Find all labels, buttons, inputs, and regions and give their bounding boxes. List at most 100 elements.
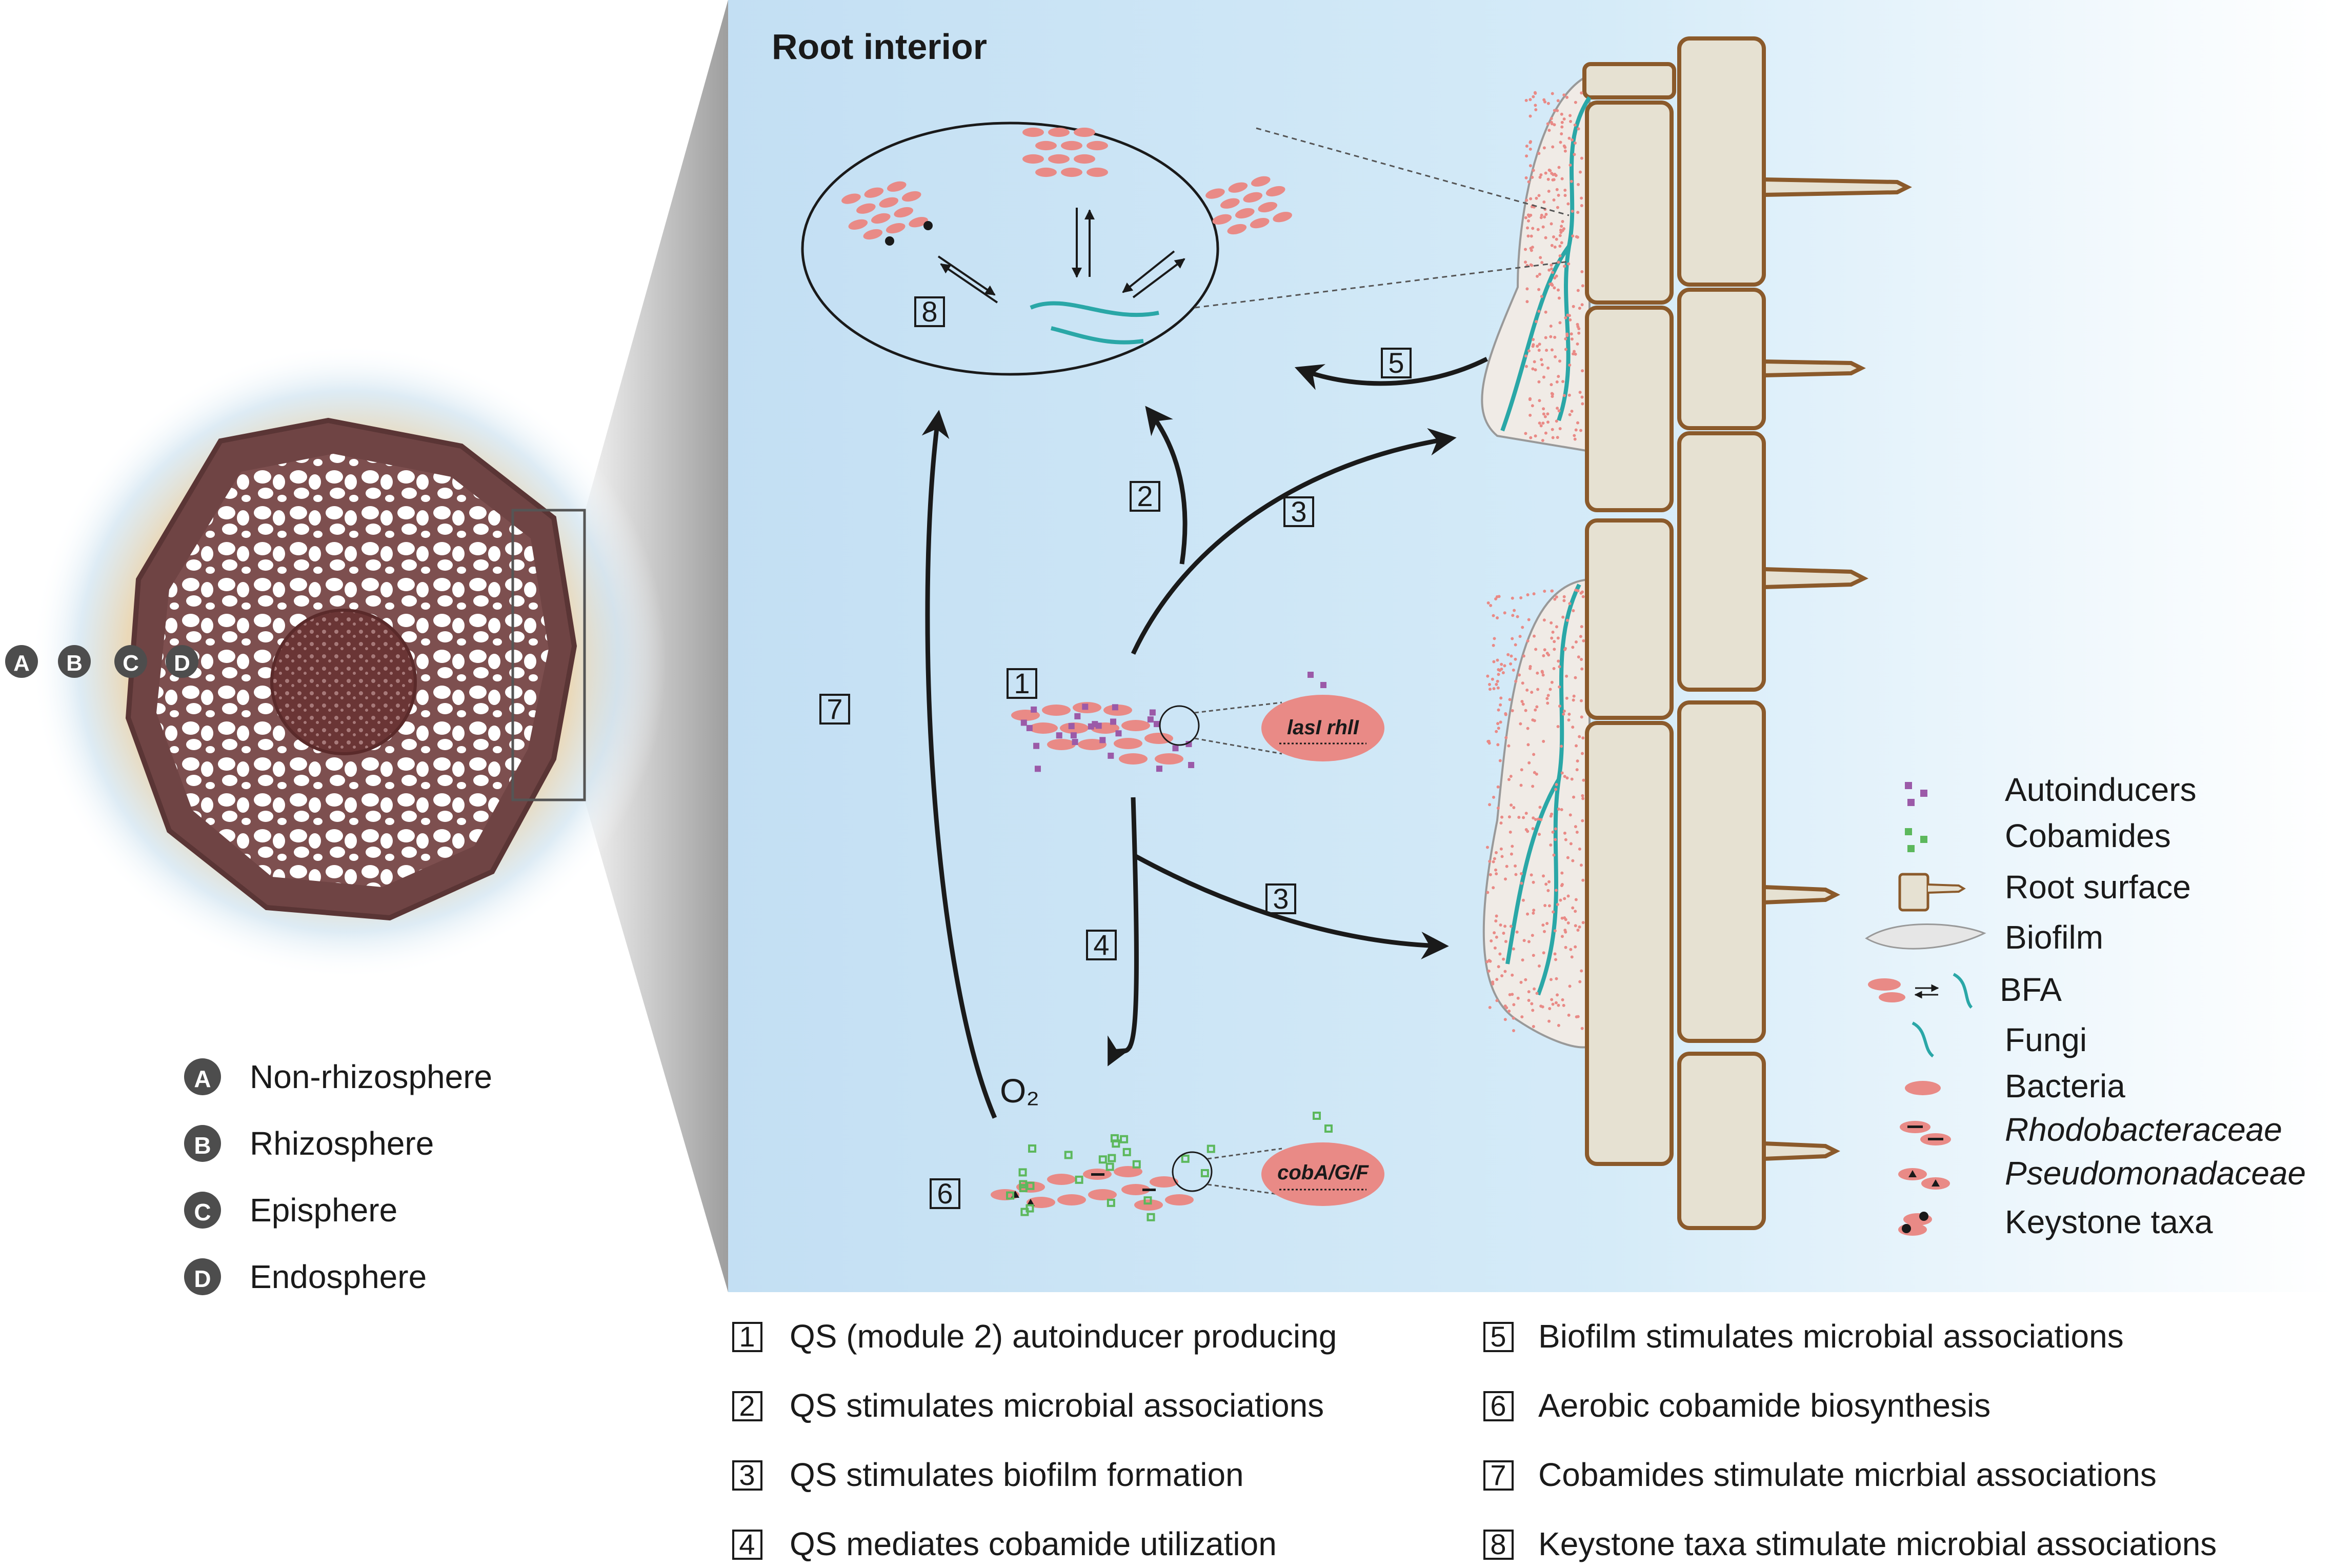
bacteria-dot	[1575, 768, 1579, 772]
bacteria-dot	[1526, 219, 1530, 223]
cobamide-molecule	[1122, 1148, 1131, 1156]
bacterium	[1087, 140, 1108, 151]
bacterium	[887, 181, 907, 192]
bacteria-dot	[1532, 911, 1535, 915]
bacteria-dot	[1558, 321, 1562, 325]
bacteria-dot	[1581, 921, 1585, 924]
bacteria-dot	[1546, 694, 1550, 697]
bacteria-dot	[1578, 307, 1581, 310]
bacteria-dot	[1564, 647, 1567, 650]
autoinducer-molecule	[1172, 745, 1179, 752]
bacteria-dot	[1503, 970, 1507, 973]
zone-marker-d: D	[166, 645, 198, 678]
bacteria-dot	[1535, 992, 1539, 995]
bacteria-dot	[1544, 213, 1548, 216]
bacteria-dot	[1495, 872, 1498, 876]
autoinducer-molecule	[1034, 766, 1041, 772]
bacteria-dot	[1502, 931, 1505, 935]
bacteria-dot	[1511, 709, 1514, 713]
bacteria-dot	[1566, 202, 1570, 206]
bacterium	[1035, 167, 1057, 177]
bacteria-dot	[1580, 667, 1584, 671]
bacteria-dot	[1542, 618, 1546, 622]
bacteria-dot	[1545, 921, 1549, 925]
bacteria-dot	[1542, 412, 1545, 416]
bacteria-dot	[1581, 878, 1585, 882]
bacteria-dot	[1492, 614, 1495, 617]
bacterium	[871, 213, 891, 224]
bacteria-dot	[1553, 929, 1557, 933]
bacteria-dot	[1533, 987, 1536, 991]
bacterium	[1155, 753, 1183, 765]
bacteria-dot	[1542, 146, 1546, 150]
bacteria-dot	[1529, 436, 1533, 439]
bacteria-dot	[1561, 615, 1565, 619]
root-cell	[1582, 62, 1676, 99]
cobamide-molecule	[1181, 1154, 1190, 1163]
bacteria-dot	[1502, 957, 1505, 961]
bacterium	[1114, 738, 1142, 749]
arrow-3-upper	[1131, 428, 1457, 655]
bacteria-dot	[1520, 881, 1523, 885]
bacteria-dot	[1525, 287, 1529, 291]
svg-text:3: 3	[739, 1459, 755, 1491]
bacteria-dot	[1541, 225, 1545, 229]
step-marker-7: 7	[819, 693, 850, 725]
autoinducer-molecule	[1156, 766, 1162, 772]
autoinducer-molecule	[1033, 742, 1040, 749]
bacteria-dot	[1499, 821, 1503, 825]
bacterium	[1251, 176, 1271, 187]
bacteria-dot	[1512, 1003, 1516, 1007]
bacteria-dot	[1581, 402, 1584, 406]
bacteria-dot	[1553, 245, 1557, 249]
bacteria-dot	[1496, 679, 1499, 683]
bacteria-dot	[1524, 432, 1527, 435]
bacteria-dot	[1525, 154, 1528, 158]
autoinducer-molecule	[1099, 737, 1106, 743]
bacterium	[1265, 186, 1285, 197]
autoinducer-molecule	[1056, 732, 1062, 739]
step-marker-6: 6	[930, 1177, 960, 1210]
bacteria-dot	[1581, 369, 1584, 373]
bacteria-dot	[1495, 978, 1499, 981]
keystone-marker	[885, 236, 894, 246]
bacteria-dot	[1558, 685, 1561, 689]
bacteria-dot	[1532, 592, 1536, 596]
bacteria-dot	[1512, 1029, 1515, 1033]
cobamide-molecule	[1110, 1134, 1119, 1142]
bacterium	[1078, 739, 1107, 750]
bacteria-dot	[1568, 318, 1572, 321]
bacteria-dot	[1505, 865, 1509, 868]
bacterium	[1212, 214, 1232, 225]
bacteria-dot	[1556, 407, 1559, 410]
bacteria-dot	[1531, 367, 1535, 371]
bacterium	[1061, 167, 1082, 177]
bacteria-dot	[1557, 659, 1560, 663]
svg-text:5: 5	[1490, 1320, 1506, 1353]
bacteria-dot	[1530, 234, 1533, 238]
bacteria-dot	[1547, 129, 1551, 132]
bacteria-dot	[1572, 694, 1576, 698]
bacteria-dot	[1521, 681, 1524, 685]
zoom-box	[511, 509, 586, 801]
bacteria-dot	[1544, 431, 1547, 435]
bacteria-dot	[1562, 144, 1566, 148]
bacteria-dot	[1487, 969, 1491, 973]
bacteria-dot	[1519, 596, 1523, 599]
root-cell	[1677, 288, 1766, 430]
root-hair	[1762, 177, 1912, 197]
bacteria-dot	[1510, 654, 1513, 658]
bacteria-dot	[1503, 1004, 1507, 1008]
bacteria-dot	[1536, 228, 1540, 231]
bacteria-dot	[1545, 652, 1549, 655]
bacteria-dot	[1560, 225, 1563, 228]
bacteria-dot	[1567, 712, 1571, 716]
bacterium	[1235, 208, 1255, 219]
root-cross-section	[31, 344, 667, 979]
bacterium	[1258, 202, 1278, 213]
bacteria-dot	[1496, 785, 1500, 789]
bacteria-dot	[1529, 213, 1533, 217]
bacteria-dot	[1574, 898, 1578, 901]
zone-marker-b: B	[58, 645, 91, 678]
bacteria-dot	[1509, 774, 1513, 778]
